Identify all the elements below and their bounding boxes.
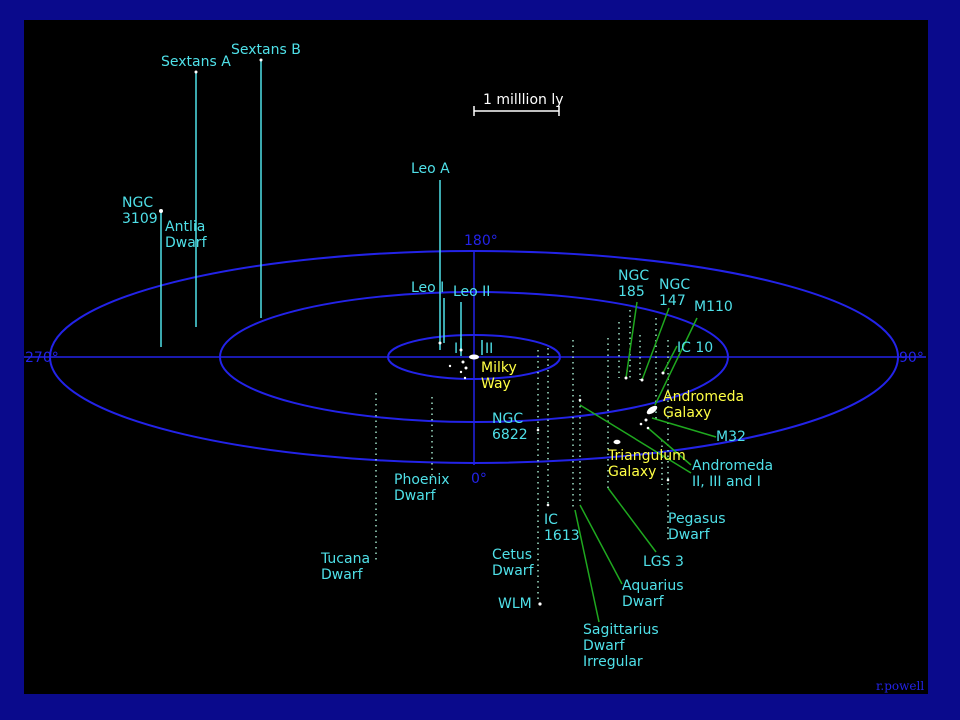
galaxy-markers xyxy=(159,58,670,606)
elevation-lines xyxy=(160,60,483,356)
axis-label-top: 180° xyxy=(464,233,498,249)
scale-bar: 1 milllion ly xyxy=(473,92,564,116)
axis-label-right: 90° xyxy=(899,350,924,366)
depth-lines xyxy=(375,310,669,600)
leader-lines xyxy=(574,301,717,623)
label-sextans-b: Sextans B xyxy=(231,42,301,58)
label-ursa-minor: I xyxy=(454,341,458,357)
label-leo-i: Leo I xyxy=(411,280,444,296)
axis-label-bottom: 0° xyxy=(471,471,487,487)
label-sextans-a: Sextans A xyxy=(161,54,231,70)
label-draco: II xyxy=(485,341,493,357)
credit: r.powell xyxy=(876,679,924,693)
label-lgs-3: LGS 3 xyxy=(643,554,684,570)
milky-way-marker xyxy=(469,354,479,360)
andromeda-marker xyxy=(646,405,658,415)
axis-label-left: 270° xyxy=(25,350,59,366)
scale-bar-label: 1 milllion ly xyxy=(483,92,564,108)
label-leo-ii: Leo II xyxy=(453,284,490,300)
label-wlm: WLM xyxy=(498,596,532,612)
label-m110: M110 xyxy=(694,299,733,315)
label-leo-a: Leo A xyxy=(411,161,450,177)
label-ic-10: IC 10 xyxy=(677,340,713,356)
label-m32: M32 xyxy=(716,429,746,445)
triangulum-marker xyxy=(613,439,621,445)
